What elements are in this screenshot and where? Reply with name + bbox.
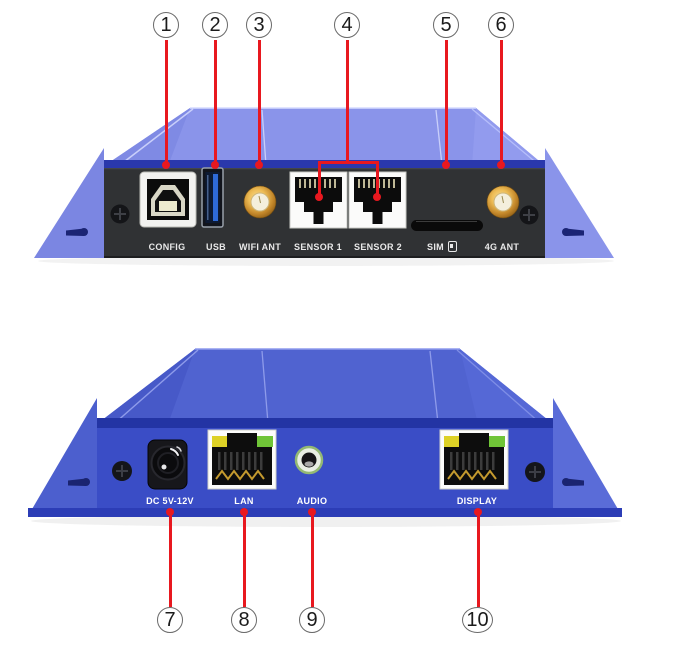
callout-line-5 xyxy=(444,40,448,164)
lid-facet-left xyxy=(97,349,195,424)
callout-1: 1 xyxy=(153,12,179,38)
callout-4: 4 xyxy=(334,12,360,38)
callout-7: 7 xyxy=(157,607,183,633)
display-port xyxy=(439,429,509,490)
callout-dot-1 xyxy=(162,161,170,169)
callout-line-4b xyxy=(375,161,379,196)
callout-line-2 xyxy=(213,40,217,164)
callout-dot-8 xyxy=(240,508,248,516)
lid-seam xyxy=(261,109,267,166)
audio-jack xyxy=(294,445,324,475)
lan-port xyxy=(207,429,277,490)
callout-3: 3 xyxy=(246,12,272,38)
screw-right xyxy=(525,462,545,482)
lan-led-green xyxy=(257,436,273,447)
mounting-ear-left xyxy=(28,398,97,516)
top-lid xyxy=(97,349,553,424)
label-4g-ant: 4G ANT xyxy=(484,242,520,252)
lid-seam xyxy=(456,349,541,424)
callout-dot-3 xyxy=(255,161,263,169)
callout-dot-6 xyxy=(497,161,505,169)
callout-dot-7 xyxy=(166,508,174,516)
label-sim-text: SIM xyxy=(427,241,444,252)
label-usb: USB xyxy=(206,242,226,252)
callout-dot-5 xyxy=(442,161,450,169)
callout-dot-4b xyxy=(373,193,381,201)
callout-line-7 xyxy=(168,509,172,607)
config-port xyxy=(139,171,197,228)
callout-dot-2 xyxy=(211,161,219,169)
label-wifi-ant: WIFI ANT xyxy=(238,242,282,252)
screw-right xyxy=(519,205,539,225)
lid-seam xyxy=(114,349,199,424)
device-rear-view xyxy=(34,107,614,266)
callout-line-6 xyxy=(499,40,503,164)
lid-seam xyxy=(119,108,194,166)
4g-ant-connector xyxy=(486,185,520,219)
screw-left xyxy=(112,461,132,481)
shadow xyxy=(38,256,614,266)
label-sensor2: SENSOR 2 xyxy=(354,242,402,252)
mounting-ear-left xyxy=(34,148,104,258)
callout-2: 2 xyxy=(202,12,228,38)
callout-dot-4a xyxy=(315,193,323,201)
keyhole-slot-left xyxy=(68,478,90,486)
mounting-ear-right xyxy=(553,398,622,516)
label-sim: SIM xyxy=(397,241,487,252)
lan-led-yellow xyxy=(212,436,229,447)
callout-line-4-bracket xyxy=(317,161,379,164)
display-led-green xyxy=(489,436,505,447)
callout-line-8 xyxy=(242,509,246,607)
keyhole-slot-right xyxy=(562,478,584,486)
usb-port xyxy=(201,167,224,228)
callout-dot-10 xyxy=(474,508,482,516)
wifi-ant-connector xyxy=(243,185,277,219)
callout-9: 9 xyxy=(299,607,325,633)
label-display: DISPLAY xyxy=(456,496,498,506)
callout-8: 8 xyxy=(231,607,257,633)
mounting-ear-right xyxy=(545,148,614,258)
callout-line-4a xyxy=(317,161,321,196)
lid-facet-right xyxy=(472,108,545,166)
label-dc: DC 5V-12V xyxy=(146,496,194,506)
label-lan: LAN xyxy=(234,496,254,506)
callout-line-9 xyxy=(310,509,314,607)
callout-5: 5 xyxy=(433,12,459,38)
callout-line-1 xyxy=(164,40,168,164)
label-config: CONFIG xyxy=(148,242,186,252)
device-front-view xyxy=(28,348,622,527)
lid-facet-right xyxy=(460,349,553,424)
lid-seam xyxy=(435,109,443,166)
lid-seam xyxy=(471,108,540,166)
lid-front-edge xyxy=(104,160,545,169)
keyhole-slot-left xyxy=(66,228,88,236)
callout-6: 6 xyxy=(488,12,514,38)
dc-power-jack xyxy=(147,439,188,490)
screw-left xyxy=(110,204,130,224)
callout-line-4 xyxy=(345,40,349,162)
label-audio: AUDIO xyxy=(296,496,328,506)
callout-10: 10 xyxy=(462,607,493,633)
lid-front-edge xyxy=(97,418,553,428)
base-edge xyxy=(28,508,622,517)
sim-slot xyxy=(411,220,483,231)
lid-facet-left xyxy=(104,108,190,166)
keyhole-slot-right xyxy=(562,228,584,236)
lid-seam xyxy=(429,350,439,424)
shadow xyxy=(31,515,621,527)
lid-seam xyxy=(261,350,269,424)
callout-line-10 xyxy=(476,509,480,607)
sim-card-icon xyxy=(447,241,457,252)
display-led-yellow xyxy=(444,436,461,447)
callout-line-3 xyxy=(257,40,261,164)
callout-dot-9 xyxy=(308,508,316,516)
label-sensor1: SENSOR 1 xyxy=(294,242,342,252)
